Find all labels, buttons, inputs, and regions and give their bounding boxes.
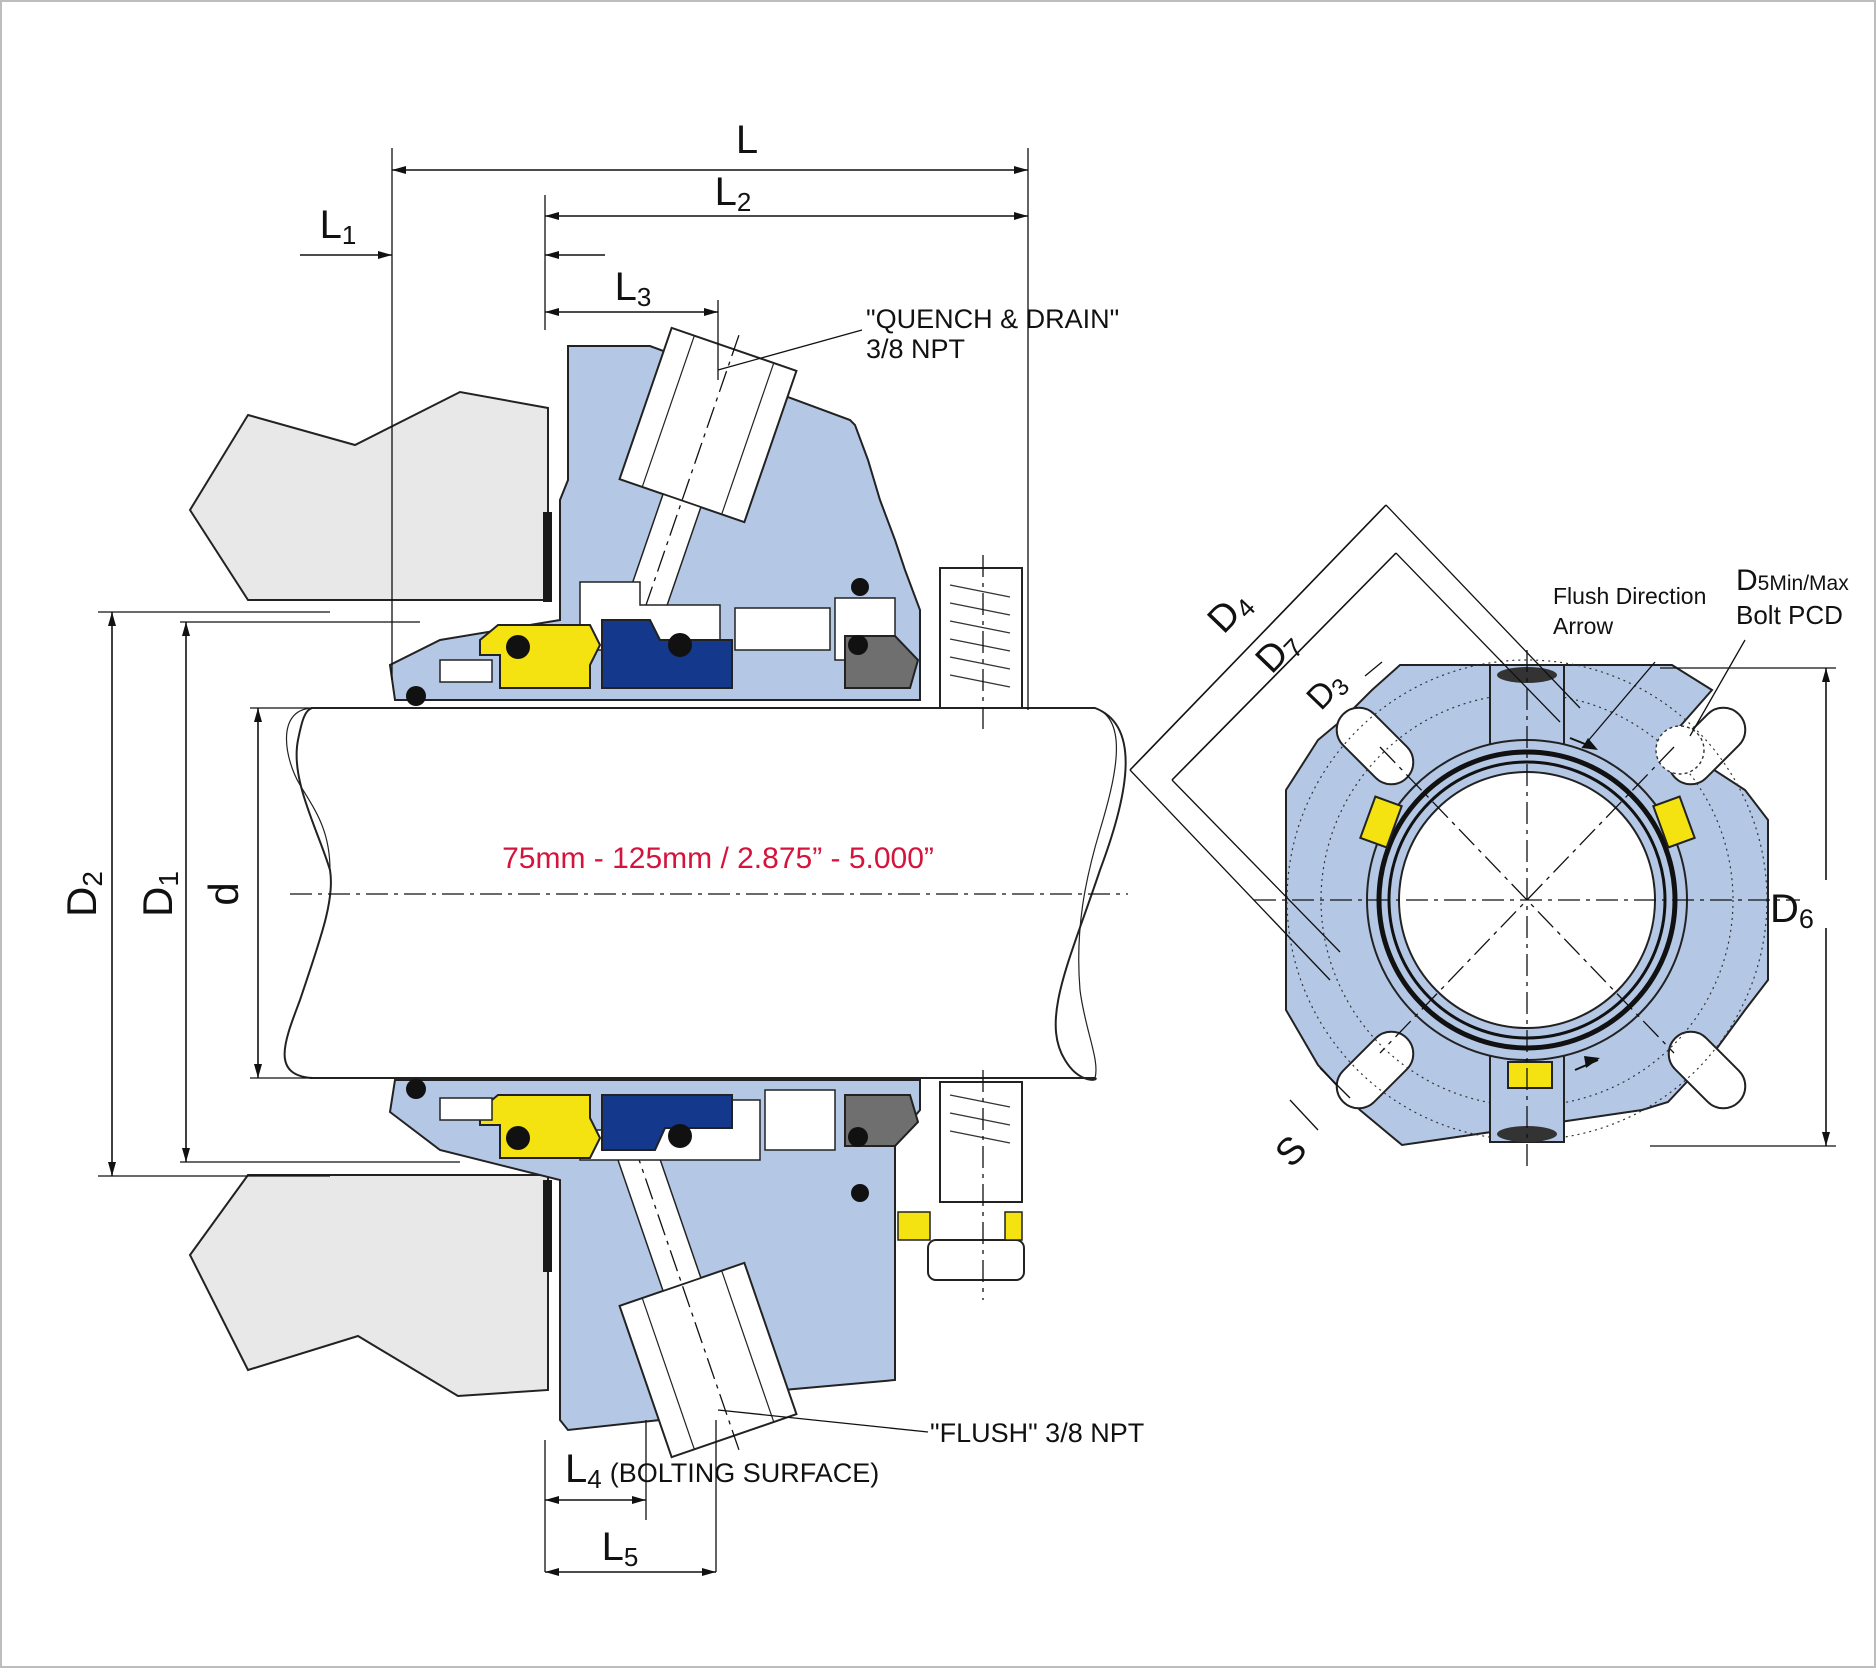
clip-bottom-end <box>1507 1061 1553 1089</box>
label-l3: L3 <box>615 265 652 312</box>
flush-direction-line1: Flush Direction <box>1553 583 1706 609</box>
quench-note-line1: "QUENCH & DRAIN" <box>866 304 1119 334</box>
ext-d7-top <box>1395 552 1561 723</box>
dim-line-d7 <box>1171 552 1397 781</box>
d5-leader <box>1689 639 1746 737</box>
ext-s-1 <box>1289 1099 1319 1131</box>
size-range: 75mm - 125mm / 2.875” - 5.000” <box>502 842 934 875</box>
flush-arrow-head <box>1582 738 1598 750</box>
set-screw-bottom <box>439 1097 493 1121</box>
d3-leader <box>1364 661 1383 677</box>
o-rings <box>406 578 869 1202</box>
sleeve-top <box>601 619 733 689</box>
clip-right <box>1652 795 1696 849</box>
bolt-head-dotted <box>1655 725 1705 775</box>
bolt-slots <box>1335 706 1747 1110</box>
cavity-bottom-2 <box>764 1089 836 1151</box>
gasket-bottom <box>543 1180 552 1272</box>
flush-arrow-head-bottom <box>1584 1056 1600 1068</box>
label-l4: L4(BOLTING SURFACE) <box>565 1447 879 1494</box>
dim-line-d4 <box>1129 504 1387 771</box>
end-view: Flush Direction Arrow D5Min/Max Bolt PCD… <box>1129 504 1849 1175</box>
sleeve-bottom <box>601 1094 733 1151</box>
end-view-diag2 <box>1379 746 1675 1054</box>
flush-note: "FLUSH" 3/8 NPT <box>930 1418 1144 1448</box>
dim-arrow-l1-right <box>545 251 559 259</box>
flush-leader <box>717 1409 929 1433</box>
port-top-hole <box>1497 667 1557 683</box>
label-d5-line2: Bolt PCD <box>1736 600 1843 630</box>
ext-d4-top <box>1385 504 1581 709</box>
label-d5: D5Min/Max <box>1736 564 1849 597</box>
sectional-view: 75mm - 125mm / 2.875” - 5.000” L L2 L1 L… <box>58 118 1144 1576</box>
quench-leader <box>717 329 863 371</box>
bolt-pcd-circle <box>1320 693 1734 1107</box>
pump-housing-top <box>188 390 549 601</box>
shaft <box>283 707 1127 1081</box>
label-l5: L5 <box>602 1525 639 1572</box>
label-d2: D2 <box>58 871 108 917</box>
gasket-top <box>543 512 552 602</box>
cavity-top-2 <box>734 607 831 651</box>
label-l: L <box>736 118 758 162</box>
label-d1: D1 <box>134 871 184 917</box>
label-d: d <box>200 882 247 905</box>
spring-bottom <box>897 1081 1025 1281</box>
dim-arrow-l1-left <box>378 251 392 259</box>
flush-direction-leader <box>1581 661 1656 749</box>
shaft-break-left <box>285 707 331 871</box>
clip-left <box>1359 795 1403 849</box>
end-view-diag1 <box>1379 746 1675 1054</box>
flush-port <box>616 1142 798 1459</box>
label-l2: L2 <box>715 170 752 217</box>
shaft-break-right <box>1078 707 1118 1079</box>
label-d6: D6 <box>1770 887 1814 934</box>
flush-direction-line2: Arrow <box>1553 613 1613 639</box>
spring-top <box>939 567 1023 709</box>
ext-s-2 <box>1319 1067 1351 1099</box>
ext-d7-bottom <box>1171 779 1341 953</box>
label-l1: L1 <box>320 203 357 250</box>
set-screw-top <box>439 659 493 683</box>
quench-note-line2: 3/8 NPT <box>866 334 965 364</box>
ext-d4-bottom <box>1129 769 1331 981</box>
